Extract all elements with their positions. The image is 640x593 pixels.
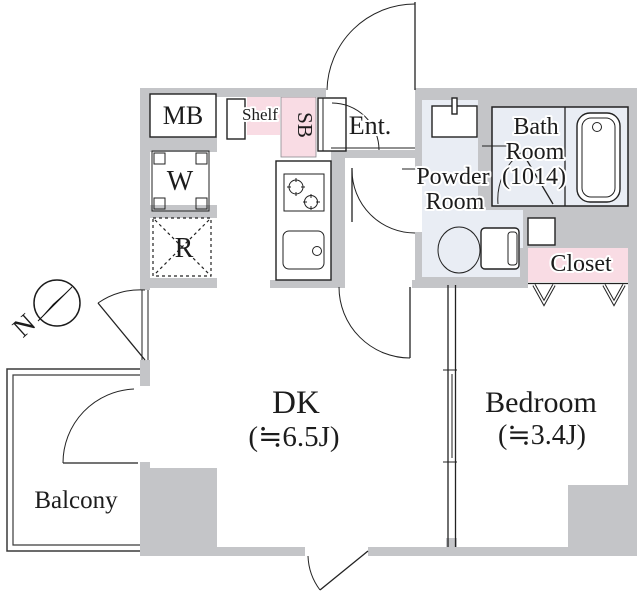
bath-door-swing [497, 151, 523, 205]
doors-and-windows [62, 2, 508, 591]
shelf-label: Shelf [242, 105, 278, 124]
kitchen-sink [282, 230, 325, 270]
side-window-swing [97, 289, 146, 304]
wall-segment [331, 157, 345, 283]
wall-segment [415, 158, 422, 170]
partition-lines [447, 285, 457, 547]
wall-segment [148, 278, 217, 288]
room-labels: MB Shelf SB Ent. Powder Room Bath Room (… [7, 101, 614, 514]
balcony-label: Balcony [34, 487, 118, 514]
balcony-outer-line [6, 368, 140, 552]
structural-block [143, 468, 217, 550]
wall-segment [415, 88, 637, 100]
refrigerator-space [152, 217, 212, 277]
wall-segment [140, 360, 150, 386]
dk-size-label: (≒6.5J) [248, 421, 339, 453]
bathtub-drain-icon [592, 122, 602, 132]
pan-corner [195, 197, 208, 210]
wall-segment [270, 280, 345, 288]
wall-segment [415, 96, 422, 158]
powder-door-swing [351, 169, 416, 234]
bottom-wall-left [140, 547, 305, 556]
powder-room-label-2: Room [426, 189, 485, 215]
structural-block [568, 485, 633, 547]
wall-segment [415, 232, 422, 280]
kitchen-counter [275, 160, 332, 281]
closet-folding-doors [528, 282, 628, 307]
bath-door-leaf [521, 151, 554, 205]
folding-door-inner [533, 284, 555, 305]
meter-box-label: MB [163, 101, 203, 130]
bottom-wall-right [368, 547, 637, 556]
wall-segment [420, 277, 528, 288]
balcony-outline [6, 368, 140, 552]
bath-room-unit [491, 106, 629, 207]
washing-machine-pan [151, 150, 210, 212]
refrigerator-label: R [175, 233, 194, 264]
sliding-door-marks [443, 369, 457, 463]
wall-segment [140, 88, 326, 97]
room-partition [443, 285, 457, 547]
balcony-door-swing [62, 388, 135, 464]
powder-room-fixtures [431, 97, 520, 274]
shoe-cabinet-box [317, 97, 347, 152]
powder-room-label-1: Powder [416, 164, 489, 190]
pan-corner [153, 197, 166, 210]
bedroom-size-label: (≒3.4J) [498, 420, 586, 451]
shelf-area [247, 97, 280, 135]
shoes-box-area [280, 96, 317, 158]
toilet-bowl [437, 226, 481, 274]
entrance-label: Ent. [349, 111, 392, 140]
stove-top [283, 173, 325, 212]
wall-segment [520, 248, 528, 288]
cabinet-boxes [149, 93, 347, 152]
balcony-inner-line [12, 374, 140, 546]
bottom-door-leaf [319, 550, 369, 591]
pipe-space-box [527, 217, 556, 246]
toilet-tank [480, 227, 520, 270]
dk-door-swing [338, 286, 411, 359]
meter-box [149, 93, 217, 138]
north-compass [33, 279, 81, 327]
refrigerator-cross [154, 219, 210, 275]
pan-corner [195, 152, 208, 165]
washer-label: W [167, 166, 194, 197]
label-leader-lines [402, 145, 508, 170]
shoes-box-label: SB [293, 112, 317, 138]
side-window-lines [141, 290, 149, 360]
wall-segment [140, 96, 150, 290]
compass-circle [33, 279, 81, 327]
entry-cabinet-swing [331, 102, 380, 151]
wall-segment [148, 137, 217, 152]
faucet-icon [312, 246, 322, 256]
bath-room-label-1: Bath [513, 114, 558, 140]
dk-label: DK [272, 385, 320, 421]
side-window-leaf [97, 302, 146, 361]
bath-room-label-3: (1014) [502, 164, 566, 190]
burner-ticks [303, 194, 320, 210]
kitchen-counter-outline [275, 160, 332, 281]
toilet-tank-panel [507, 231, 518, 266]
closet-label: Closet [550, 251, 612, 277]
wall-segment [412, 280, 422, 288]
pan-corner [153, 152, 166, 165]
bath-room-label-2: Room [506, 139, 565, 165]
closet-floor [528, 248, 628, 282]
entrance-door-swing [326, 3, 416, 91]
entrance-step-wall [331, 150, 415, 158]
refrigerator-outline [152, 217, 212, 277]
basin-faucet-icon [451, 97, 458, 115]
storage-box [226, 98, 246, 140]
right-wall [628, 96, 637, 556]
bottom-door-swing [307, 555, 321, 591]
washer-pan-outline [151, 150, 210, 212]
bathtub-inner [581, 117, 616, 198]
needle-line [37, 286, 73, 322]
wall-segment [446, 538, 457, 547]
bedroom-label: Bedroom [485, 386, 597, 419]
bathtub [576, 112, 621, 203]
burner-ticks [287, 178, 305, 196]
folding-door-inner [603, 284, 625, 305]
